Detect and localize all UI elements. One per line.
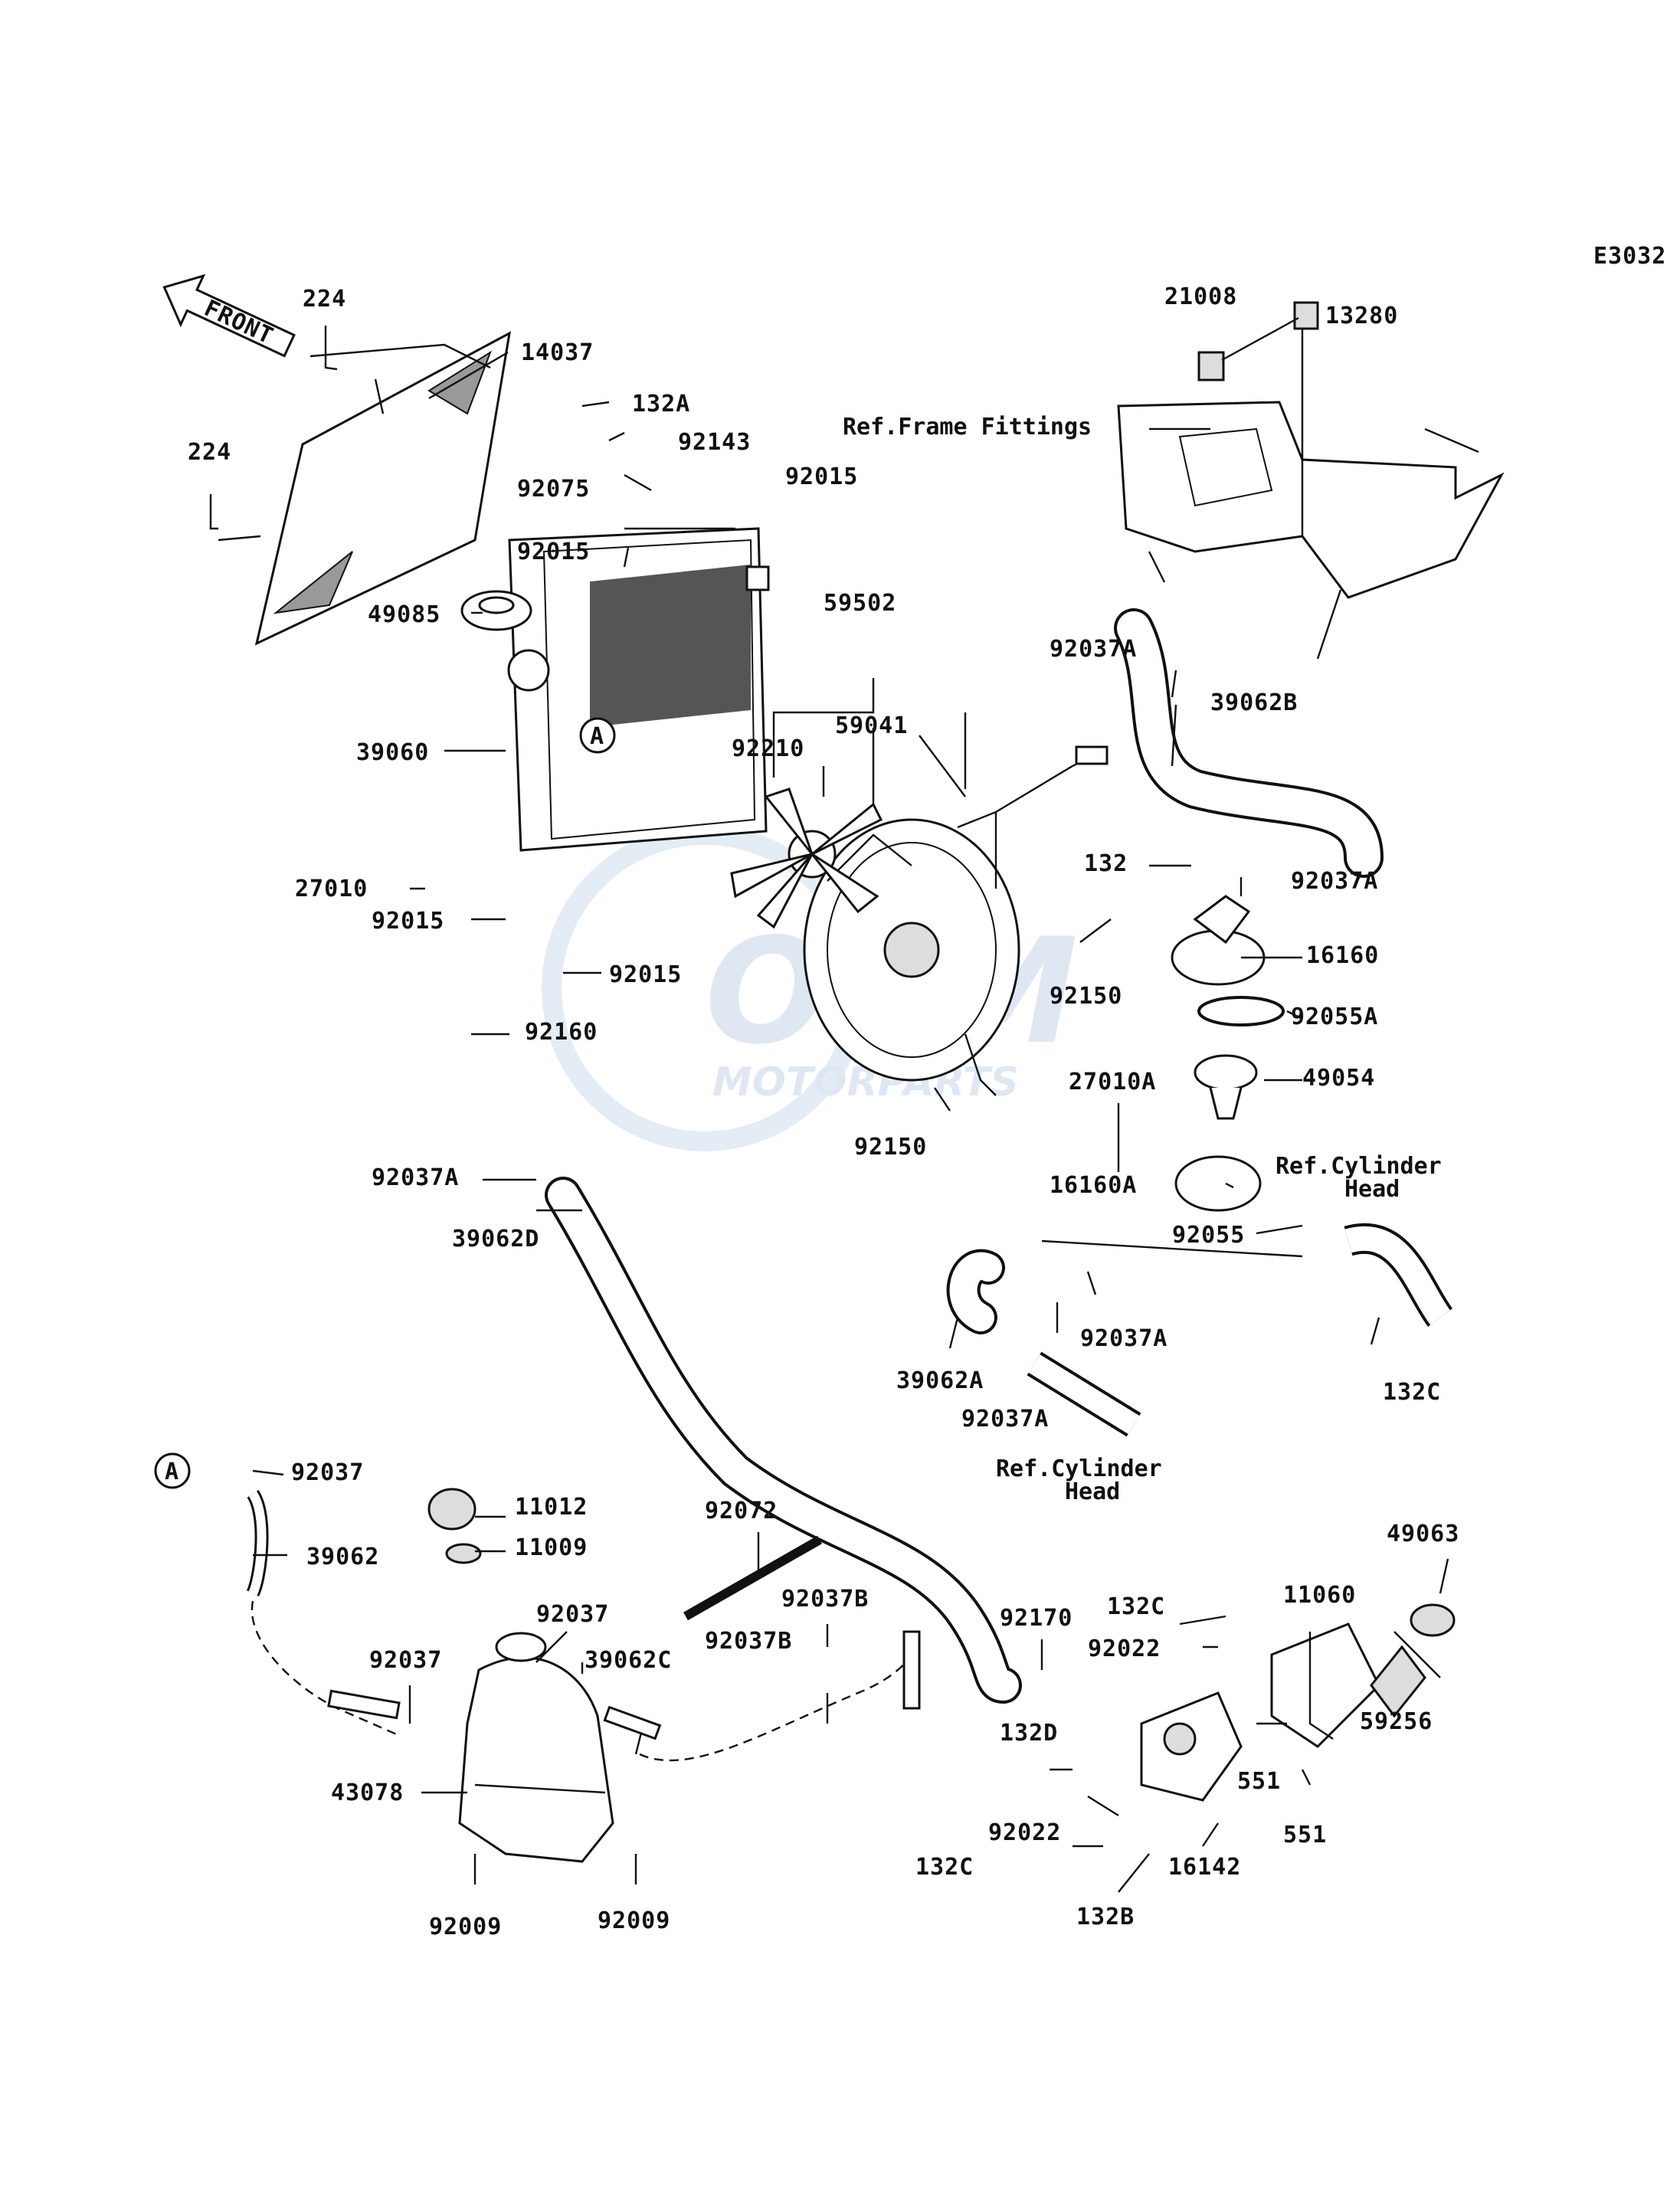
part-label: 59256 — [1360, 1708, 1433, 1735]
part-label: 16160 — [1306, 942, 1379, 969]
part-label: 92210 — [732, 735, 804, 762]
part-label: 92037B — [781, 1586, 869, 1613]
part-label: 92037A — [961, 1406, 1049, 1432]
part-label: 132C — [1107, 1593, 1165, 1620]
part-label: 49085 — [368, 601, 440, 628]
ref-frame-fittings: Ref.Frame Fittings — [843, 414, 1092, 440]
part-label: 132C — [1383, 1379, 1441, 1406]
part-label: 92015 — [785, 463, 858, 490]
part-label: 92009 — [429, 1914, 502, 1940]
part-label: 132 — [1084, 850, 1128, 877]
part-label: 92037 — [291, 1459, 364, 1486]
part-label: 39062B — [1210, 689, 1298, 716]
part-label: 92055 — [1172, 1222, 1245, 1249]
part-label: 551 — [1283, 1822, 1327, 1848]
part-label: 59502 — [824, 590, 896, 617]
part-label: 11060 — [1283, 1582, 1356, 1609]
ref-cyl-head-1a: Ref.Cylinder — [1276, 1153, 1442, 1180]
leader-lines — [209, 316, 1449, 1893]
part-label: 92037A — [372, 1164, 459, 1191]
part-label: 39062C — [585, 1647, 672, 1674]
hose-dashed-1 — [251, 1600, 399, 1737]
part-label: 132B — [1076, 1904, 1135, 1930]
ref-cyl-head-1b: Head — [1344, 1176, 1400, 1203]
clip-21008 — [1197, 351, 1225, 381]
part-label: 132D — [1000, 1720, 1058, 1747]
part-label: 92075 — [517, 476, 590, 503]
part-label: 92037 — [369, 1647, 442, 1674]
part-label: 27010A — [1069, 1069, 1156, 1095]
part-label: 11009 — [515, 1534, 588, 1561]
part-label: 92143 — [678, 429, 751, 456]
reservoir-tank — [427, 1488, 645, 1863]
part-label: 92037A — [1050, 636, 1137, 663]
diagram-code: E3032 — [1593, 243, 1666, 270]
part-label: 27010 — [295, 876, 368, 902]
part-label: 11012 — [515, 1494, 588, 1521]
part-label: 16160A — [1050, 1172, 1137, 1199]
clip-13280 — [1293, 301, 1319, 330]
part-label: 14037 — [521, 339, 594, 366]
part-label: 224 — [188, 439, 231, 466]
part-label: 16142 — [1168, 1854, 1241, 1881]
ref-cyl-head-2a: Ref.Cylinder — [996, 1455, 1162, 1482]
part-label: 21008 — [1164, 283, 1237, 310]
part-label: 43078 — [331, 1780, 404, 1806]
part-label: 92170 — [1000, 1605, 1073, 1632]
frame-fittings — [1117, 401, 1505, 660]
radiator — [507, 527, 770, 852]
part-label: 92037B — [705, 1628, 792, 1655]
part-label: 13280 — [1325, 303, 1398, 329]
part-label: 92009 — [598, 1907, 670, 1934]
svg-text:A: A — [590, 723, 604, 750]
part-label: 49054 — [1302, 1065, 1375, 1092]
callout-a-radiator: A — [579, 717, 616, 754]
part-label: 92160 — [525, 1019, 598, 1046]
part-label: 39062A — [896, 1367, 984, 1394]
part-label: 92022 — [1088, 1635, 1161, 1662]
radiator-guard — [254, 331, 511, 646]
part-label: 59041 — [835, 712, 908, 739]
part-label: 92015 — [372, 908, 444, 935]
part-label: 92072 — [705, 1498, 778, 1524]
thermostat-housing — [1171, 895, 1285, 1212]
part-label: 39062 — [306, 1544, 379, 1570]
part-label: 92015 — [609, 961, 682, 988]
part-label: 92037A — [1080, 1325, 1167, 1352]
front-label: FRONT — [200, 295, 277, 350]
part-label: 92022 — [988, 1819, 1061, 1846]
ref-cyl-head-2b: Head — [1065, 1478, 1120, 1505]
part-label: 39062D — [452, 1226, 539, 1252]
part-label: 92037 — [536, 1601, 609, 1628]
front-arrow-icon: FRONT — [162, 273, 296, 358]
part-label: 39060 — [356, 739, 429, 766]
water-pump — [1140, 1603, 1456, 1802]
callout-a-reservoir: A — [154, 1452, 191, 1489]
part-labels: 224 224 14037 132A 92143 92075 92015 920… — [188, 283, 1459, 1940]
radiator-cap — [460, 590, 532, 631]
cable-tie — [683, 1535, 822, 1621]
part-label: 551 — [1237, 1768, 1281, 1795]
part-label: 132A — [632, 391, 690, 417]
part-label: 92055A — [1291, 1004, 1378, 1030]
part-label: 92150 — [1050, 983, 1122, 1010]
part-label: 132C — [915, 1854, 974, 1881]
part-label: 49063 — [1387, 1521, 1459, 1547]
part-label: 224 — [303, 286, 346, 313]
part-label: 92015 — [517, 539, 590, 565]
fan-blades — [730, 787, 883, 929]
svg-text:A: A — [165, 1459, 179, 1485]
part-label: 92037A — [1291, 868, 1378, 895]
part-label: 92150 — [854, 1134, 927, 1161]
